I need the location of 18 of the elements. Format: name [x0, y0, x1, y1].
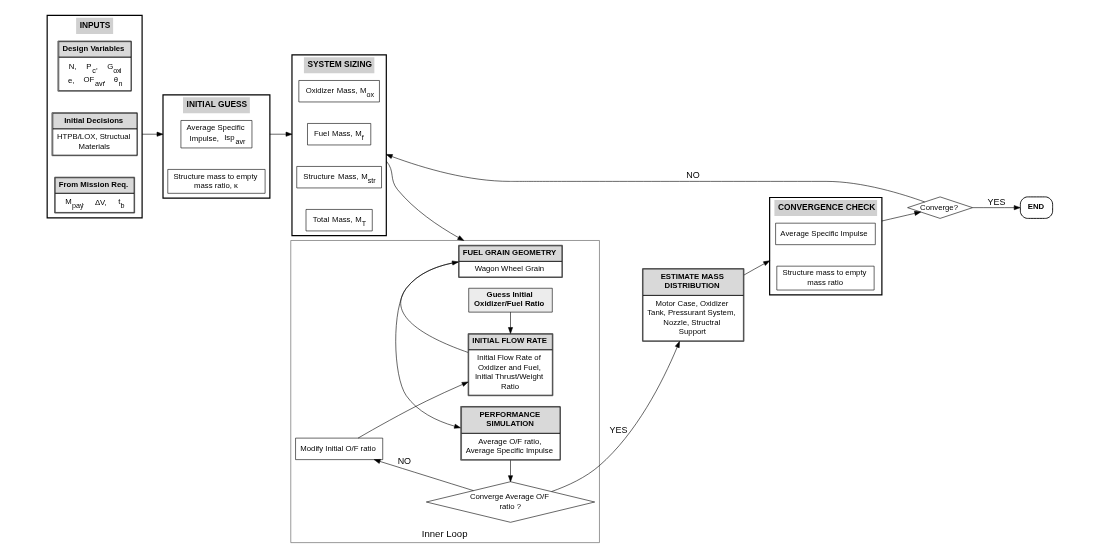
edge-label: YES: [987, 196, 1006, 207]
arrow: [395, 261, 461, 429]
arrow: [551, 341, 680, 492]
arrow: [743, 260, 770, 276]
arrow: [269, 131, 293, 137]
arrow: [386, 154, 925, 203]
arrow: [881, 211, 921, 222]
arrow: [386, 160, 465, 241]
arrow: [400, 260, 469, 353]
edge-label: NO: [397, 456, 412, 467]
arrow: [141, 131, 164, 137]
arrow: [508, 460, 513, 482]
arrow: [357, 381, 469, 439]
arrow: [373, 459, 474, 491]
edge-label: NO: [686, 170, 700, 181]
arrow: [508, 311, 513, 334]
edge-label: YES: [609, 424, 628, 435]
arrow: [972, 205, 1021, 211]
